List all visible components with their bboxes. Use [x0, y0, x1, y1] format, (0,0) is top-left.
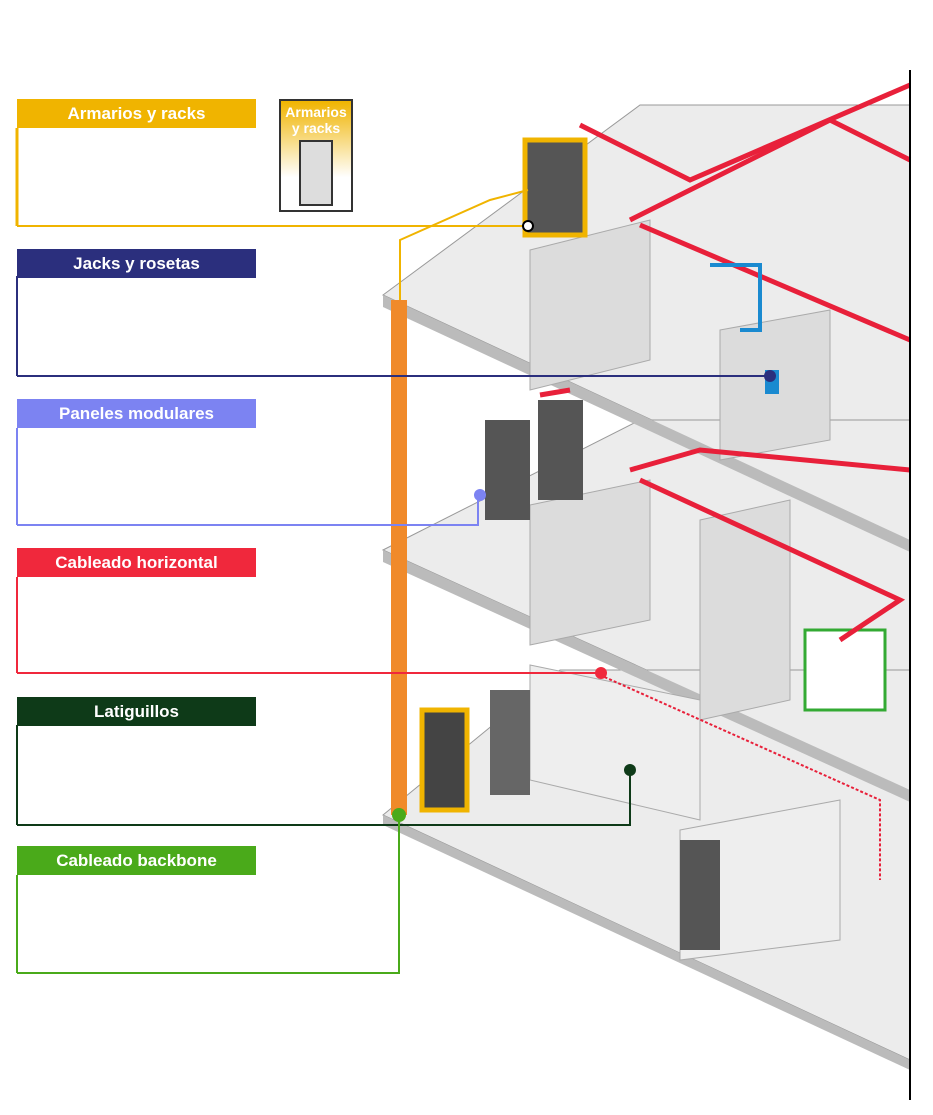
- thumbnail-label: Armarios y racks: [285, 104, 347, 136]
- backbone-riser: [391, 300, 407, 815]
- legend-latiguillos[interactable]: Latiguillos: [17, 697, 256, 726]
- legend-armarios-racks[interactable]: Armarios y racks: [17, 99, 256, 128]
- legend-cableado-backbone[interactable]: Cableado backbone: [17, 846, 256, 875]
- legend-cableado-horizontal[interactable]: Cableado horizontal: [17, 548, 256, 577]
- rack-cabinet-icon: [299, 140, 333, 206]
- rack-thumbnail[interactable]: Armarios y racks: [279, 99, 353, 212]
- legend-jacks-rosetas[interactable]: Jacks y rosetas: [17, 249, 256, 278]
- horizontal-cabling: [539, 82, 912, 880]
- jack-cabling: [710, 263, 762, 332]
- telecom-racks: [419, 137, 887, 950]
- legend-paneles-modulares[interactable]: Paneles modulares: [17, 399, 256, 428]
